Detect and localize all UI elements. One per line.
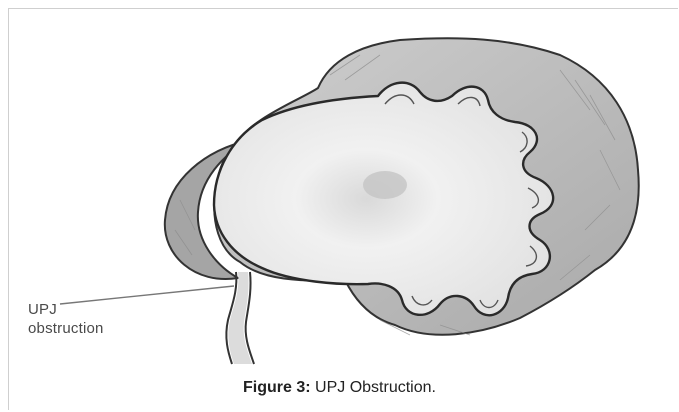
pelvis-shadow: [363, 171, 407, 199]
callout-line-1: UPJ: [28, 300, 104, 319]
figure-caption: Figure 3: UPJ Obstruction.: [0, 379, 679, 397]
caption-text: UPJ Obstruction.: [311, 379, 436, 396]
callout-line-2: obstruction: [28, 319, 104, 338]
upj-obstruction-label: UPJ obstruction: [28, 300, 104, 338]
caption-label: Figure 3:: [243, 379, 311, 396]
